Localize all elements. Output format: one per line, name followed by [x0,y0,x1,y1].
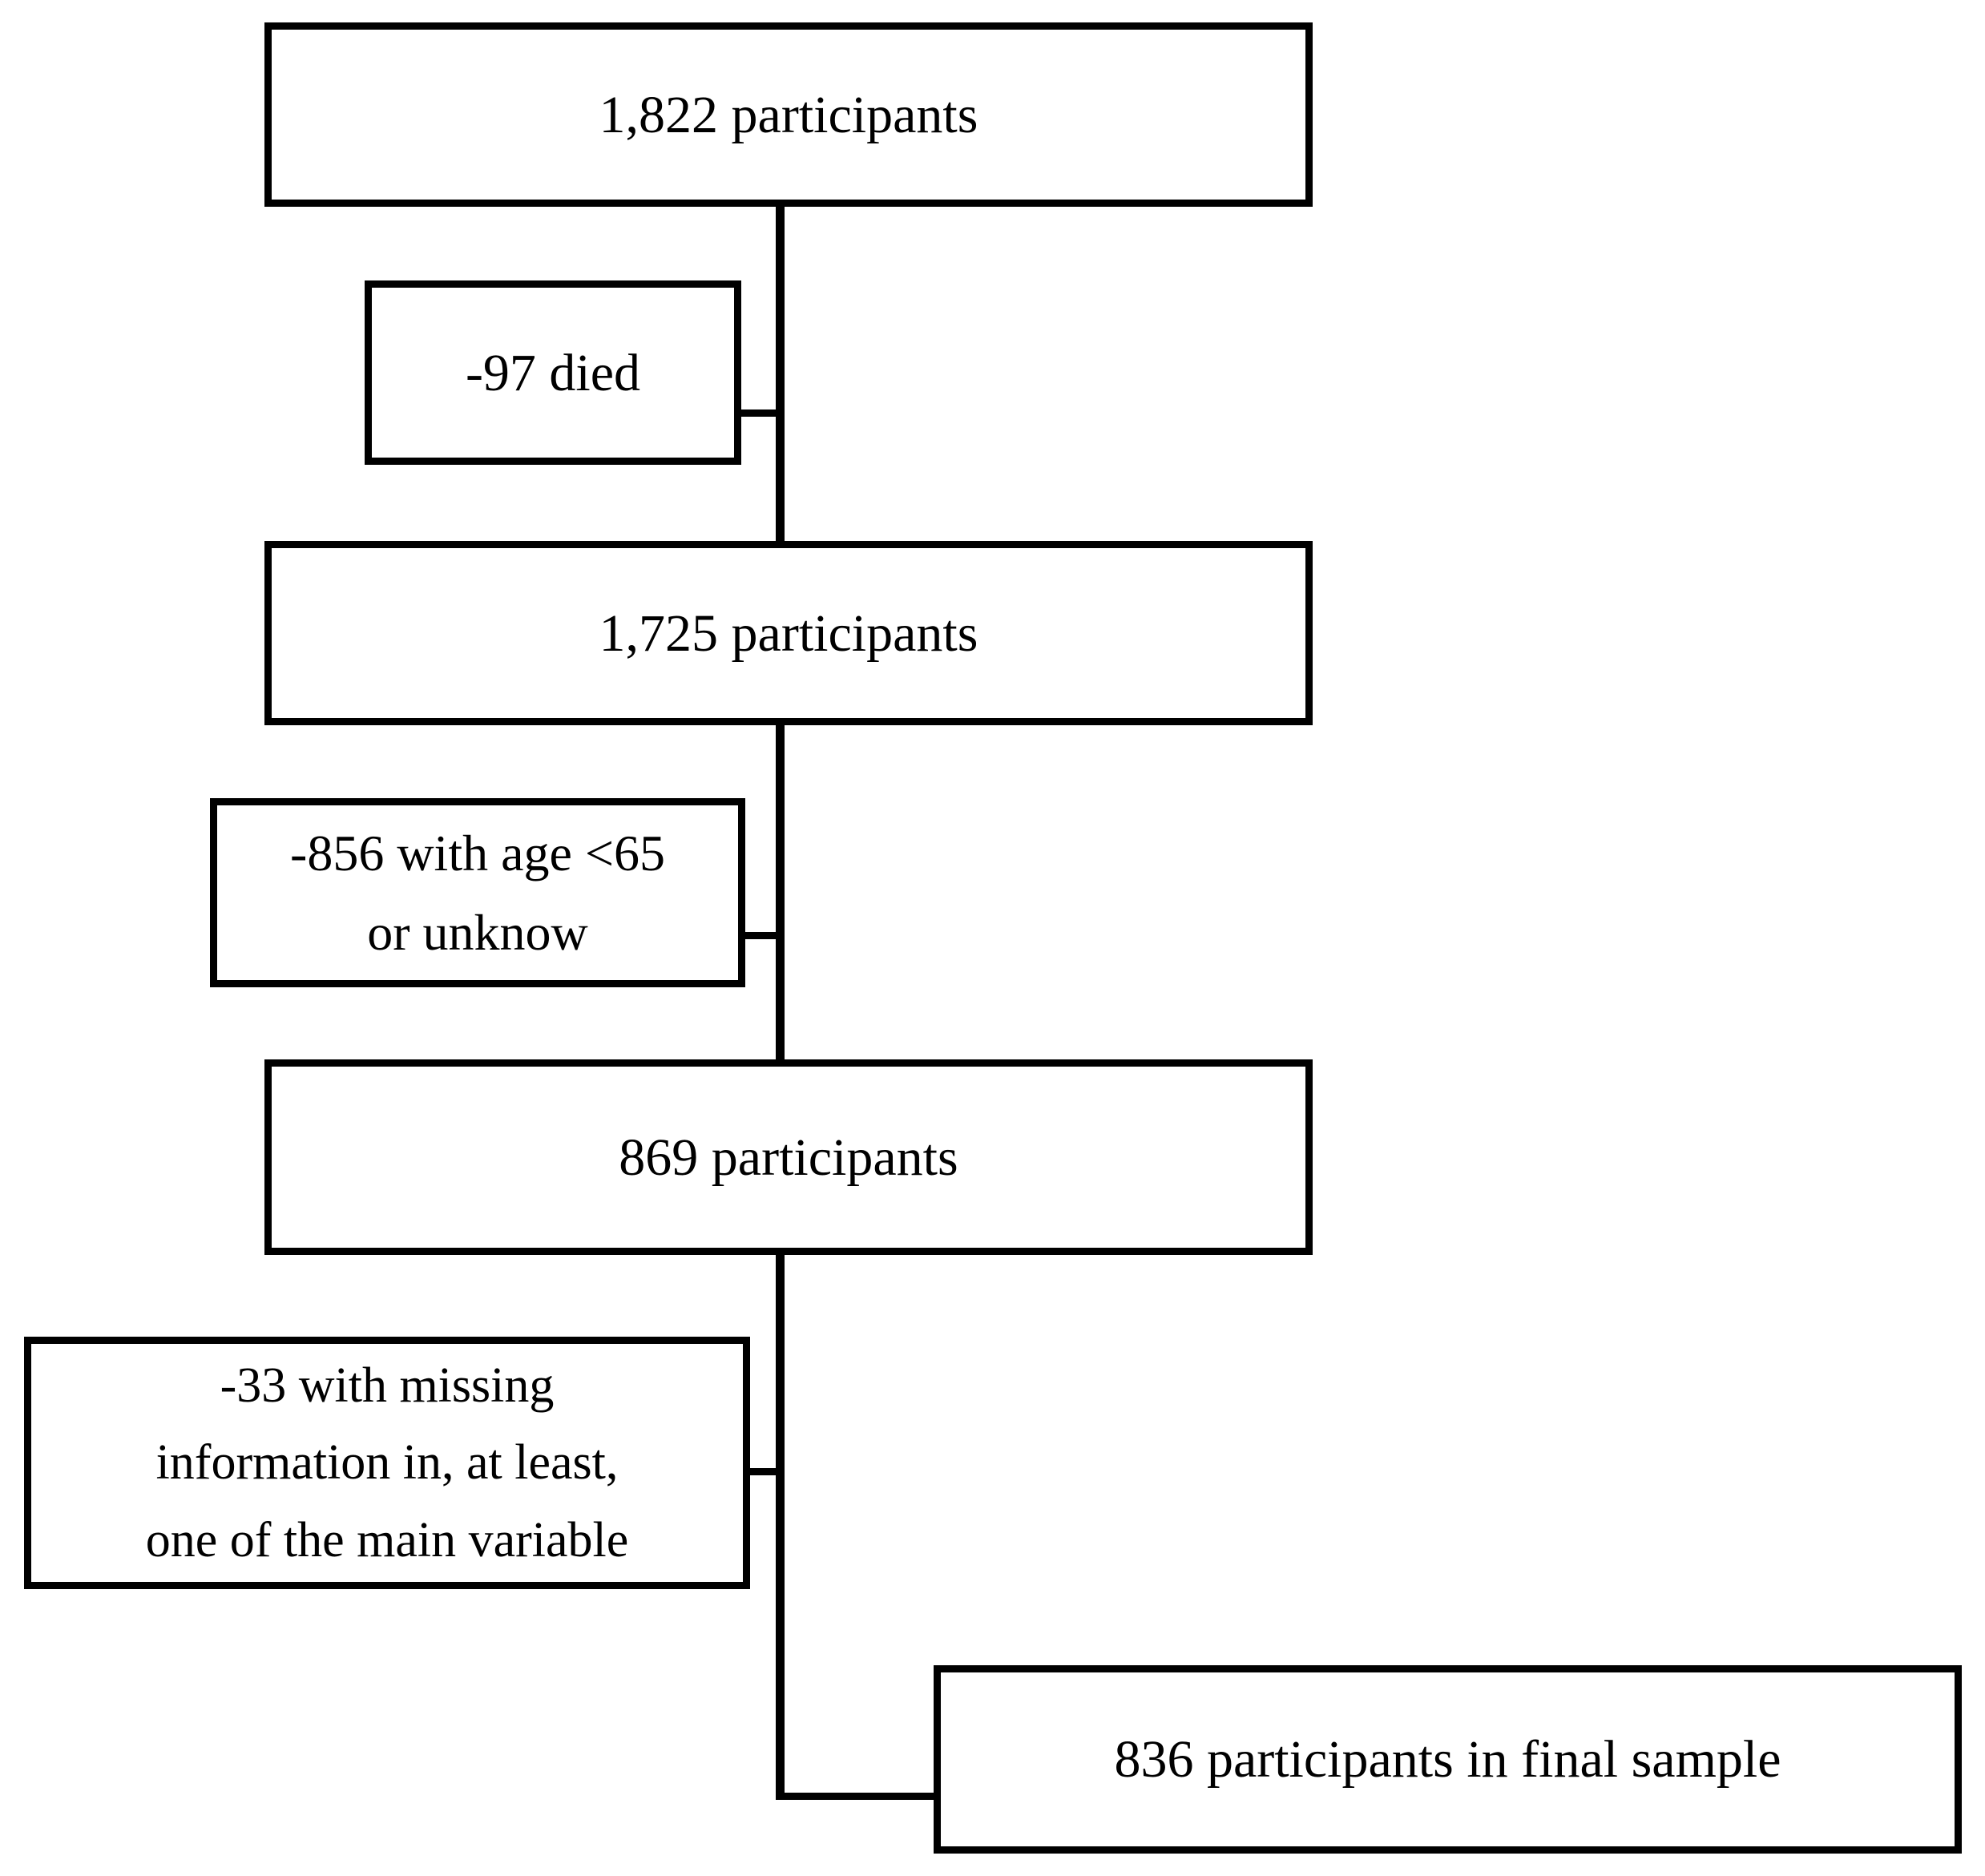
box-exclusion-age-label: -856 with age <65 or unknow [282,813,673,972]
box-exclusion-missing-info-line1: -33 with missing [220,1358,555,1414]
connector-to-final-sample-line [776,1793,941,1800]
box-final-sample-836: 836 participants in final sample [934,1665,1962,1854]
box-exclusion-died: -97 died [365,280,741,465]
box-participants-1725-label: 1,725 participants [599,603,978,663]
box-final-sample-836-label: 836 participants in final sample [1114,1730,1781,1789]
connector-stub-missing-line [744,1468,781,1475]
connector-stub-died-line [736,409,781,417]
box-participants-869: 869 participants [264,1059,1313,1255]
box-exclusion-age-line1: -856 with age <65 [290,824,665,882]
box-exclusion-missing-info-line3: one of the main variable [145,1512,629,1567]
connector-stub-age-line [739,932,781,939]
box-exclusion-age: -856 with age <65 or unknow [210,798,745,987]
box-participants-1822: 1,822 participants [264,22,1313,207]
box-participants-1725: 1,725 participants [264,541,1313,725]
box-exclusion-age-line2: or unknow [367,904,588,961]
box-participants-869-label: 869 participants [619,1128,958,1187]
box-exclusion-missing-info: -33 with missing information in, at leas… [24,1337,750,1589]
box-exclusion-missing-info-label: -33 with missing information in, at leas… [138,1347,637,1578]
box-exclusion-missing-info-line2: information in, at least, [155,1435,619,1491]
connector-main-vertical-line [776,205,785,1800]
box-participants-1822-label: 1,822 participants [599,85,978,144]
box-exclusion-died-label: -97 died [465,343,641,402]
